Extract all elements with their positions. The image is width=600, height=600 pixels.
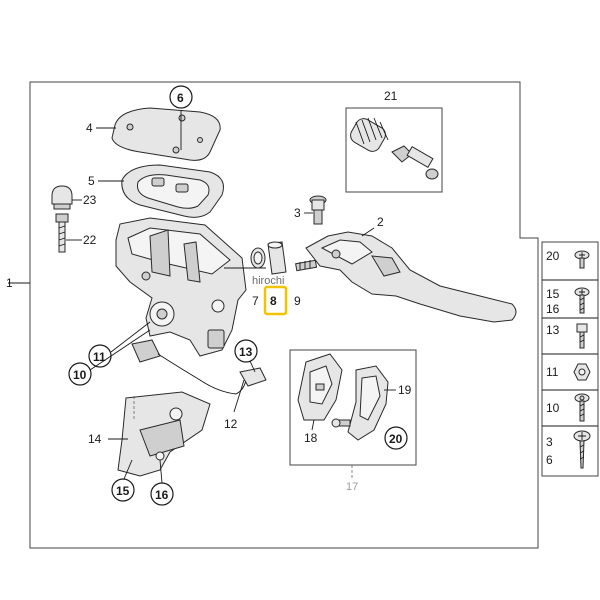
label-1: 1 [6, 276, 13, 290]
legend-label-15: 15 [546, 287, 560, 301]
svg-text:13: 13 [546, 323, 560, 337]
svg-text:13: 13 [239, 345, 253, 359]
label-12: 12 [224, 417, 238, 431]
label-5: 5 [88, 174, 95, 188]
label-21: 21 [384, 89, 398, 103]
label-14: 14 [88, 432, 102, 446]
callout-15: 15 [111, 478, 135, 502]
label-8: 8 [270, 294, 277, 308]
hex-nut-icon [573, 363, 591, 381]
legend-row-13: 13 [546, 323, 588, 349]
assembly-frame [29, 81, 539, 549]
fastener-legend: 20 15 16 13 11 [541, 241, 599, 477]
label-7: 7 [252, 294, 259, 308]
legend-row-20: 20 [546, 249, 590, 269]
lower-bracket[interactable] [117, 391, 211, 477]
reservoir-cover[interactable] [111, 107, 221, 161]
legend-label-3: 3 [546, 435, 553, 449]
pivot-pin[interactable] [295, 259, 318, 272]
label-19: 19 [398, 383, 412, 397]
cover-screw[interactable] [331, 418, 351, 428]
watermark: hirochi [252, 275, 284, 287]
lever-screw[interactable] [309, 195, 327, 225]
label-2: 2 [377, 215, 384, 229]
svg-text:10: 10 [73, 368, 87, 382]
cover-18[interactable] [297, 353, 343, 421]
label-4: 4 [86, 121, 93, 135]
torx-screw-icon [574, 393, 590, 422]
legend-row-3-6: 3 6 [546, 430, 591, 469]
callout-20: 20 [384, 426, 408, 450]
callout-11: 11 [88, 344, 112, 368]
svg-text:16: 16 [155, 488, 169, 502]
callout-10: 10 [68, 362, 92, 386]
piston-rod[interactable] [391, 145, 439, 180]
bleed-screw[interactable] [55, 213, 69, 253]
callout-6: 6 [169, 85, 193, 109]
label-9: 9 [294, 294, 301, 308]
label-23: 23 [83, 193, 97, 207]
brake-light-switch[interactable] [131, 339, 267, 395]
callout-16: 16 [150, 482, 174, 506]
brake-lever[interactable] [305, 231, 517, 323]
label-17: 17 [346, 481, 358, 493]
label-22: 22 [83, 233, 97, 247]
legend-label-16: 16 [546, 302, 560, 316]
phillips-countersunk-screw-icon [573, 430, 591, 469]
group-17-box [289, 349, 417, 466]
svg-text:15: 15 [116, 484, 130, 498]
reservoir-gasket[interactable] [121, 164, 224, 218]
master-cylinder-body[interactable] [115, 217, 247, 357]
bearing-bush[interactable] [267, 241, 287, 275]
svg-text:20: 20 [546, 249, 560, 263]
highlight-box [263, 285, 288, 316]
legend-row-11: 11 [546, 363, 591, 381]
svg-text:10: 10 [546, 401, 560, 415]
svg-text:6: 6 [177, 91, 184, 105]
svg-text:11: 11 [546, 365, 559, 379]
hex-socket-screw-icon [576, 323, 588, 349]
svg-text:20: 20 [389, 432, 403, 446]
label-18: 18 [304, 431, 318, 445]
o-ring[interactable] [250, 247, 266, 269]
phillips-screw-icon [574, 287, 590, 314]
label-3: 3 [294, 206, 301, 220]
phillips-screw-short-icon [574, 250, 590, 269]
kit-21-box [345, 107, 443, 193]
callout-13: 13 [234, 339, 258, 363]
legend-label-6: 6 [546, 453, 553, 467]
return-spring[interactable] [348, 116, 389, 155]
legend-row-15-16: 15 16 [546, 287, 590, 316]
legend-row-10: 10 [546, 393, 590, 422]
reservoir-cap[interactable] [51, 185, 73, 210]
svg-text:11: 11 [93, 350, 106, 364]
cover-19[interactable] [347, 365, 389, 441]
